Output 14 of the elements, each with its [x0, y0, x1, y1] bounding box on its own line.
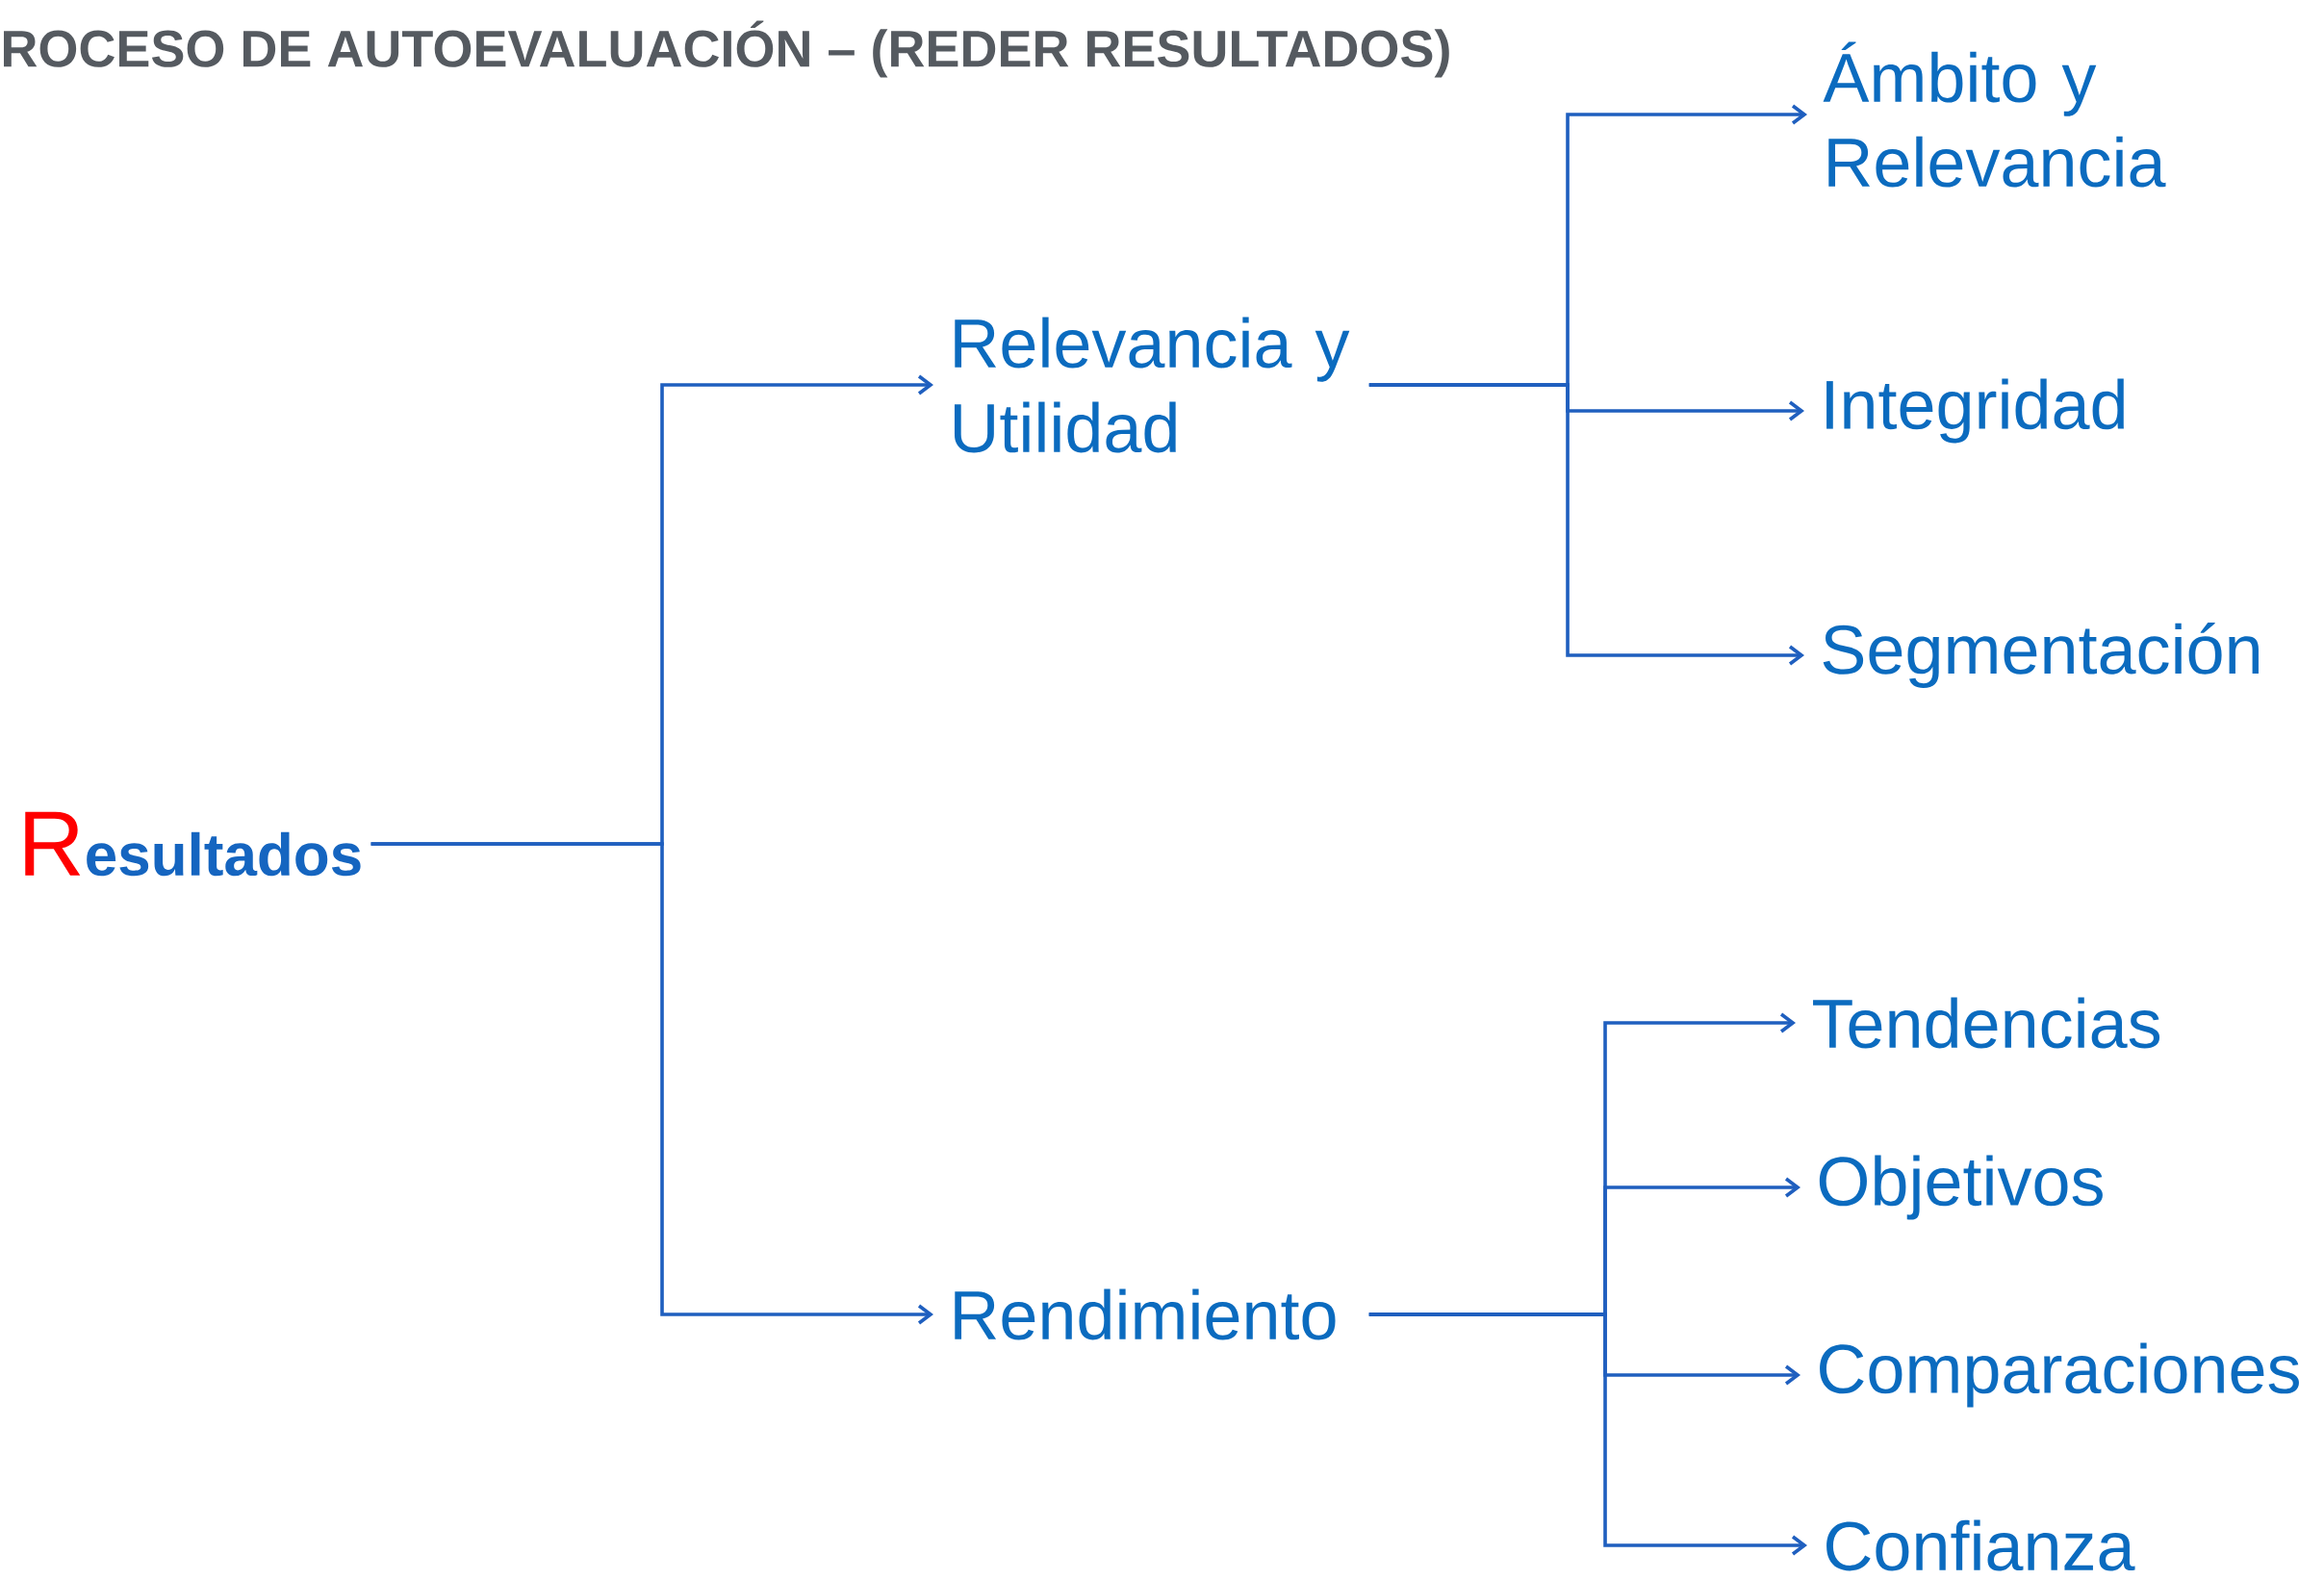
branch-label: Objetivos: [1819, 1155, 2103, 1220]
arrow: [1368, 1312, 1807, 1556]
branch-label: Relevancia y Utilidad: [954, 317, 1350, 453]
branch-label: Comparaciones: [1820, 1342, 2299, 1408]
arrow: [370, 842, 933, 1325]
title: ROCESO DE AUTOEVALUACIÓN – (REDER RESULTADOS): [4, 20, 1449, 78]
root-label: Resultados: [25, 811, 361, 877]
branch-label: Confianza: [1826, 1519, 2135, 1571]
branch-label: Ámbito y Relevancia: [1823, 41, 2166, 188]
arrow: [1368, 383, 1804, 666]
branch-label: Integridad: [1826, 378, 2124, 444]
branch-label: Rendimiento: [955, 1288, 1336, 1340]
branch-label: Segmentación: [1823, 623, 2259, 688]
branch-label: Tendencias: [1813, 997, 2160, 1049]
